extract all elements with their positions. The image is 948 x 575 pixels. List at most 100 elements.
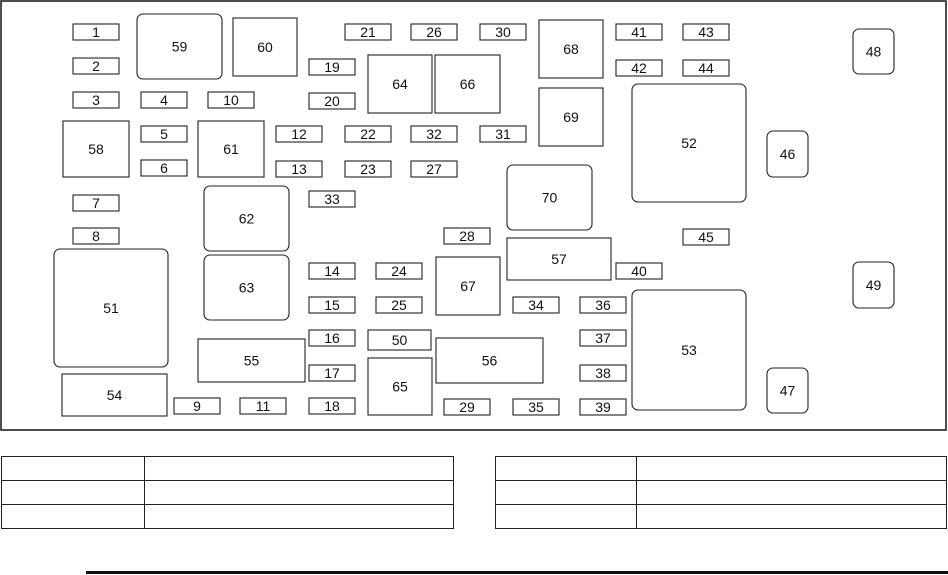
fuse-box-69: 69: [538, 87, 604, 147]
fuse-box-outline: [538, 19, 604, 79]
fuse-box-label: 32: [426, 126, 442, 142]
fuse-box-outline: [682, 228, 730, 246]
fuse-box-66: 66: [434, 54, 501, 114]
fuse-box-label: 64: [392, 76, 408, 92]
legend-cell: [1, 480, 145, 505]
fuse-box-41: 41: [615, 23, 663, 41]
fuse-box-label: 67: [460, 278, 476, 294]
fuse-box-7: 7: [72, 194, 120, 212]
fuse-box-outline: [308, 92, 356, 110]
legend-table-left: [1, 456, 454, 529]
fuse-box-outline: [140, 159, 188, 177]
fuse-box-label: 2: [92, 58, 100, 74]
fuse-box-9: 9: [173, 397, 221, 415]
fuse-box-8: 8: [72, 227, 120, 245]
fuse-box-outline: [631, 289, 747, 411]
legend-cell: [144, 504, 454, 529]
fuse-box-20: 20: [308, 92, 356, 110]
fuse-box-2: 2: [72, 57, 120, 75]
fuse-box-outline: [308, 262, 356, 280]
fuse-box-outline: [766, 130, 809, 178]
fuse-box-label: 61: [223, 141, 239, 157]
fuse-box-label: 34: [528, 297, 544, 313]
fuse-box-label: 31: [495, 126, 511, 142]
fuse-box-label: 17: [324, 365, 340, 381]
fuse-box-label: 49: [866, 277, 882, 293]
fuse-box-52: 52: [631, 83, 747, 203]
fuse-box-outline: [344, 125, 392, 143]
legend-row: [1, 456, 454, 481]
fuse-box-29: 29: [443, 398, 491, 416]
fuse-box-label: 25: [391, 297, 407, 313]
fuse-box-16: 16: [308, 329, 356, 347]
fuse-box-label: 1: [92, 24, 100, 40]
fuse-box-label: 4: [160, 92, 168, 108]
fuse-box-57: 57: [506, 237, 612, 281]
fuse-box-outline: [72, 57, 120, 75]
fuse-box-outline: [479, 23, 527, 41]
fuse-box-outline: [615, 262, 663, 280]
fuse-box-outline: [852, 28, 895, 75]
fuse-box-label: 11: [256, 398, 271, 414]
fuse-box-63: 63: [203, 254, 290, 321]
fuse-box-42: 42: [615, 59, 663, 77]
fuse-box-outline: [197, 338, 306, 383]
fuse-box-outline: [275, 125, 323, 143]
legend-cell: [495, 504, 637, 529]
fuse-box-1: 1: [72, 23, 120, 41]
fuse-box-label: 7: [92, 195, 100, 211]
fuse-box-outline: [308, 58, 356, 76]
fuse-box-label: 40: [631, 263, 647, 279]
fuse-box-35: 35: [512, 398, 560, 416]
fuse-box-21: 21: [344, 23, 392, 41]
fuse-box-23: 23: [344, 160, 392, 178]
fuse-box-32: 32: [410, 125, 458, 143]
fuse-box-label: 44: [698, 60, 714, 76]
fuse-box-outline: [410, 160, 458, 178]
fuse-box-label: 59: [172, 39, 188, 55]
fuse-box-70: 70: [506, 164, 593, 231]
fuse-box-47: 47: [766, 367, 809, 414]
fuse-box-label: 20: [324, 93, 340, 109]
fuse-box-label: 5: [160, 126, 168, 142]
fuse-box-outline: [203, 254, 290, 321]
legend-row: [495, 480, 947, 505]
fuse-box-label: 41: [631, 24, 647, 40]
fuse-box-6: 6: [140, 159, 188, 177]
fuse-box-label: 54: [107, 387, 123, 403]
fuse-box-18: 18: [308, 397, 356, 415]
fuse-box-outline: [538, 87, 604, 147]
fuse-box-label: 15: [324, 297, 340, 313]
fuse-box-59: 59: [136, 13, 223, 80]
legend-cell: [495, 456, 637, 481]
fuse-box-55: 55: [197, 338, 306, 383]
fuse-box-62: 62: [203, 185, 290, 252]
fuse-box-outline: [239, 397, 287, 415]
fuse-box-label: 51: [103, 300, 119, 316]
fuse-box-44: 44: [682, 59, 730, 77]
fuse-box-46: 46: [766, 130, 809, 178]
fuse-box-outline: [197, 120, 265, 178]
fuse-box-outline: [410, 125, 458, 143]
fuse-box-outline: [579, 398, 627, 416]
fuse-box-outline: [72, 23, 120, 41]
fuse-box-outline: [434, 54, 501, 114]
fuse-box-label: 57: [551, 251, 567, 267]
fuse-box-27: 27: [410, 160, 458, 178]
fuse-box-50: 50: [367, 329, 432, 351]
fuse-box-label: 19: [324, 59, 340, 75]
fuse-box-outline: [410, 23, 458, 41]
legend-cell: [495, 480, 637, 505]
fuse-box-26: 26: [410, 23, 458, 41]
fuse-box-outline: [136, 13, 223, 80]
fuse-box-45: 45: [682, 228, 730, 246]
fuse-box-outline: [682, 23, 730, 41]
bottom-rule: [86, 571, 948, 574]
fuse-box-40: 40: [615, 262, 663, 280]
fuse-box-label: 43: [698, 24, 714, 40]
fuse-box-43: 43: [682, 23, 730, 41]
fuse-box-label: 46: [780, 146, 796, 162]
fuse-box-label: 23: [360, 161, 376, 177]
legend-cell: [144, 456, 454, 481]
